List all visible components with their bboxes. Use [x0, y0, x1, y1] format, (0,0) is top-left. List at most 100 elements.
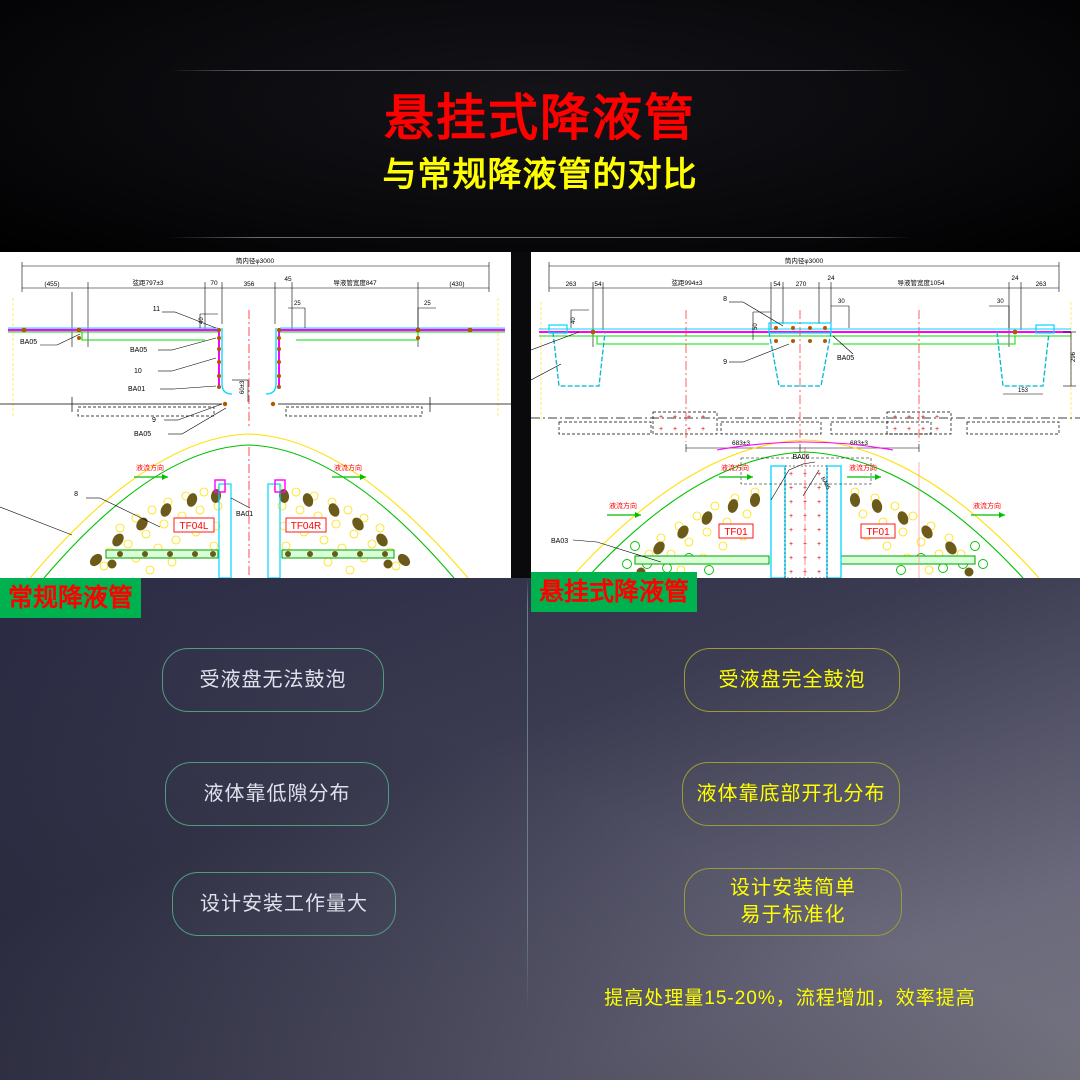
- svg-text:+: +: [803, 541, 807, 548]
- divider-bottom: [168, 237, 912, 238]
- cad-panel-suspended: 筒内径φ3000 263 54 弦距994±3 54 270 24 导液管宽度1…: [531, 252, 1080, 578]
- dim-25-a: 25: [294, 301, 301, 307]
- banner-suspended: 悬挂式降液管: [531, 572, 698, 612]
- dim-chord-994: 弦距994±3: [671, 278, 702, 287]
- svg-text:+: +: [921, 414, 925, 421]
- flow-label-left-1: 液流方向: [136, 463, 164, 472]
- svg-text:+: +: [789, 541, 793, 548]
- dim-40: 40: [199, 317, 205, 324]
- svg-text:+: +: [789, 527, 793, 534]
- callout-10: 10: [134, 368, 142, 375]
- divider-top: [168, 70, 912, 71]
- svg-text:+: +: [701, 414, 705, 421]
- callout-ba05-r: BA05: [837, 355, 854, 362]
- flow-label-right-1: 液流方向: [721, 463, 749, 472]
- svg-text:+: +: [817, 527, 821, 534]
- plan-callout-ba03: BA03: [551, 538, 568, 545]
- svg-text:+: +: [789, 499, 793, 506]
- dim-30-b: 30: [997, 299, 1004, 305]
- title-band: 悬挂式降液管 与常规降液管的对比: [0, 0, 1080, 252]
- svg-text:+: +: [673, 414, 677, 421]
- callout-ba05-1: BA05: [20, 339, 37, 346]
- svg-text:+: +: [935, 414, 939, 421]
- page-title: 悬挂式降液管: [384, 90, 696, 146]
- tray-tag-tf04r: TF04R: [291, 521, 322, 532]
- dim-24-a: 24: [827, 275, 835, 282]
- cad-panel-conventional: 筒内径φ3000 (455) 弦距797±3 70 356 45 导液管宽度84…: [0, 252, 511, 578]
- svg-text:+: +: [687, 414, 691, 421]
- dim-455: (455): [44, 281, 59, 288]
- svg-text:+: +: [893, 426, 897, 433]
- flow-label-right-4: 液流方向: [973, 501, 1001, 510]
- pill-left-3[interactable]: 设计安装工作量大: [172, 872, 396, 936]
- dim-263-a: 263: [566, 281, 577, 288]
- dim-60: 60±3: [240, 380, 246, 394]
- callout-8-r: 8: [723, 296, 727, 303]
- pill-right-2[interactable]: 液体靠底部开孔分布: [682, 762, 900, 826]
- callout-9: 9: [152, 417, 156, 424]
- svg-text:+: +: [687, 426, 691, 433]
- svg-text:+: +: [907, 414, 911, 421]
- svg-text:+: +: [817, 541, 821, 548]
- dim-70: 70: [210, 280, 218, 287]
- flow-label-left-2: 液流方向: [334, 463, 362, 472]
- pill-right-1[interactable]: 受液盘完全鼓泡: [684, 648, 900, 712]
- callout-ba01: BA01: [128, 386, 145, 393]
- svg-text:+: +: [893, 414, 897, 421]
- svg-text:+: +: [789, 471, 793, 478]
- svg-text:+: +: [659, 426, 663, 433]
- dim-356: 356: [244, 281, 255, 288]
- svg-text:+: +: [817, 471, 821, 478]
- svg-text:+: +: [817, 555, 821, 562]
- cad-drawing-left: 筒内径φ3000 (455) 弦距797±3 70 356 45 导液管宽度84…: [0, 256, 511, 578]
- dim-24-b: 24: [1011, 275, 1019, 282]
- tray-tag-tf01-right: TF01: [866, 527, 890, 538]
- dim-296: 296: [1071, 351, 1077, 362]
- plan-callout-ba01: BA01: [236, 511, 253, 518]
- svg-text:+: +: [701, 426, 705, 433]
- svg-text:+: +: [921, 426, 925, 433]
- svg-text:+: +: [789, 555, 793, 562]
- footnote-benefit: 提高处理量15-20%，流程增加，效率提高: [604, 988, 976, 1009]
- svg-text:+: +: [659, 414, 663, 421]
- dim-263-b: 263: [1036, 281, 1047, 288]
- dim-width-847: 导液管宽度847: [333, 278, 377, 287]
- page-subtitle: 与常规降液管的对比: [382, 156, 698, 194]
- flow-label-right-3: 液流方向: [609, 501, 637, 510]
- plan-callout-ba06: BA06: [792, 454, 809, 461]
- dim-683-a: 683±3: [732, 440, 750, 447]
- callout-11: 11: [153, 306, 160, 313]
- dim-width-1054: 导液管宽度1054: [898, 278, 945, 287]
- svg-text:+: +: [817, 499, 821, 506]
- svg-text:+: +: [803, 485, 807, 492]
- banner-conventional: 常规降液管: [0, 578, 142, 618]
- tray-tag-tf01-left: TF01: [724, 527, 748, 538]
- svg-text:+: +: [817, 569, 821, 576]
- dim-270: 270: [796, 281, 807, 288]
- dim-54-a: 54: [594, 281, 602, 288]
- dim-45: 45: [284, 276, 292, 283]
- svg-text:+: +: [935, 426, 939, 433]
- svg-text:+: +: [817, 513, 821, 520]
- dim-30-a: 30: [838, 299, 845, 305]
- svg-text:+: +: [789, 485, 793, 492]
- svg-text:+: +: [789, 569, 793, 576]
- dim-683-b: 683±3: [850, 440, 868, 447]
- flow-label-right-2: 液流方向: [849, 463, 877, 472]
- svg-text:+: +: [817, 485, 821, 492]
- dim-25-b: 25: [424, 301, 431, 307]
- dim-54-b: 54: [773, 281, 781, 288]
- callout-ba05-2: BA05: [130, 347, 147, 354]
- cad-drawing-right: 筒内径φ3000 263 54 弦距994±3 54 270 24 导液管宽度1…: [531, 256, 1080, 578]
- callout-9-r: 9: [723, 359, 727, 366]
- pill-right-3[interactable]: 设计安装简单 易于标准化: [684, 868, 902, 936]
- callout-ba05-3: BA05: [134, 431, 151, 438]
- pill-left-1[interactable]: 受液盘无法鼓泡: [162, 648, 384, 712]
- dim-overall-left: 筒内径φ3000: [236, 256, 275, 265]
- dim-40-r: 40: [571, 317, 577, 324]
- svg-text:+: +: [789, 513, 793, 520]
- column-divider: [527, 578, 528, 1010]
- pill-left-2[interactable]: 液体靠低隙分布: [165, 762, 389, 826]
- svg-text:+: +: [907, 426, 911, 433]
